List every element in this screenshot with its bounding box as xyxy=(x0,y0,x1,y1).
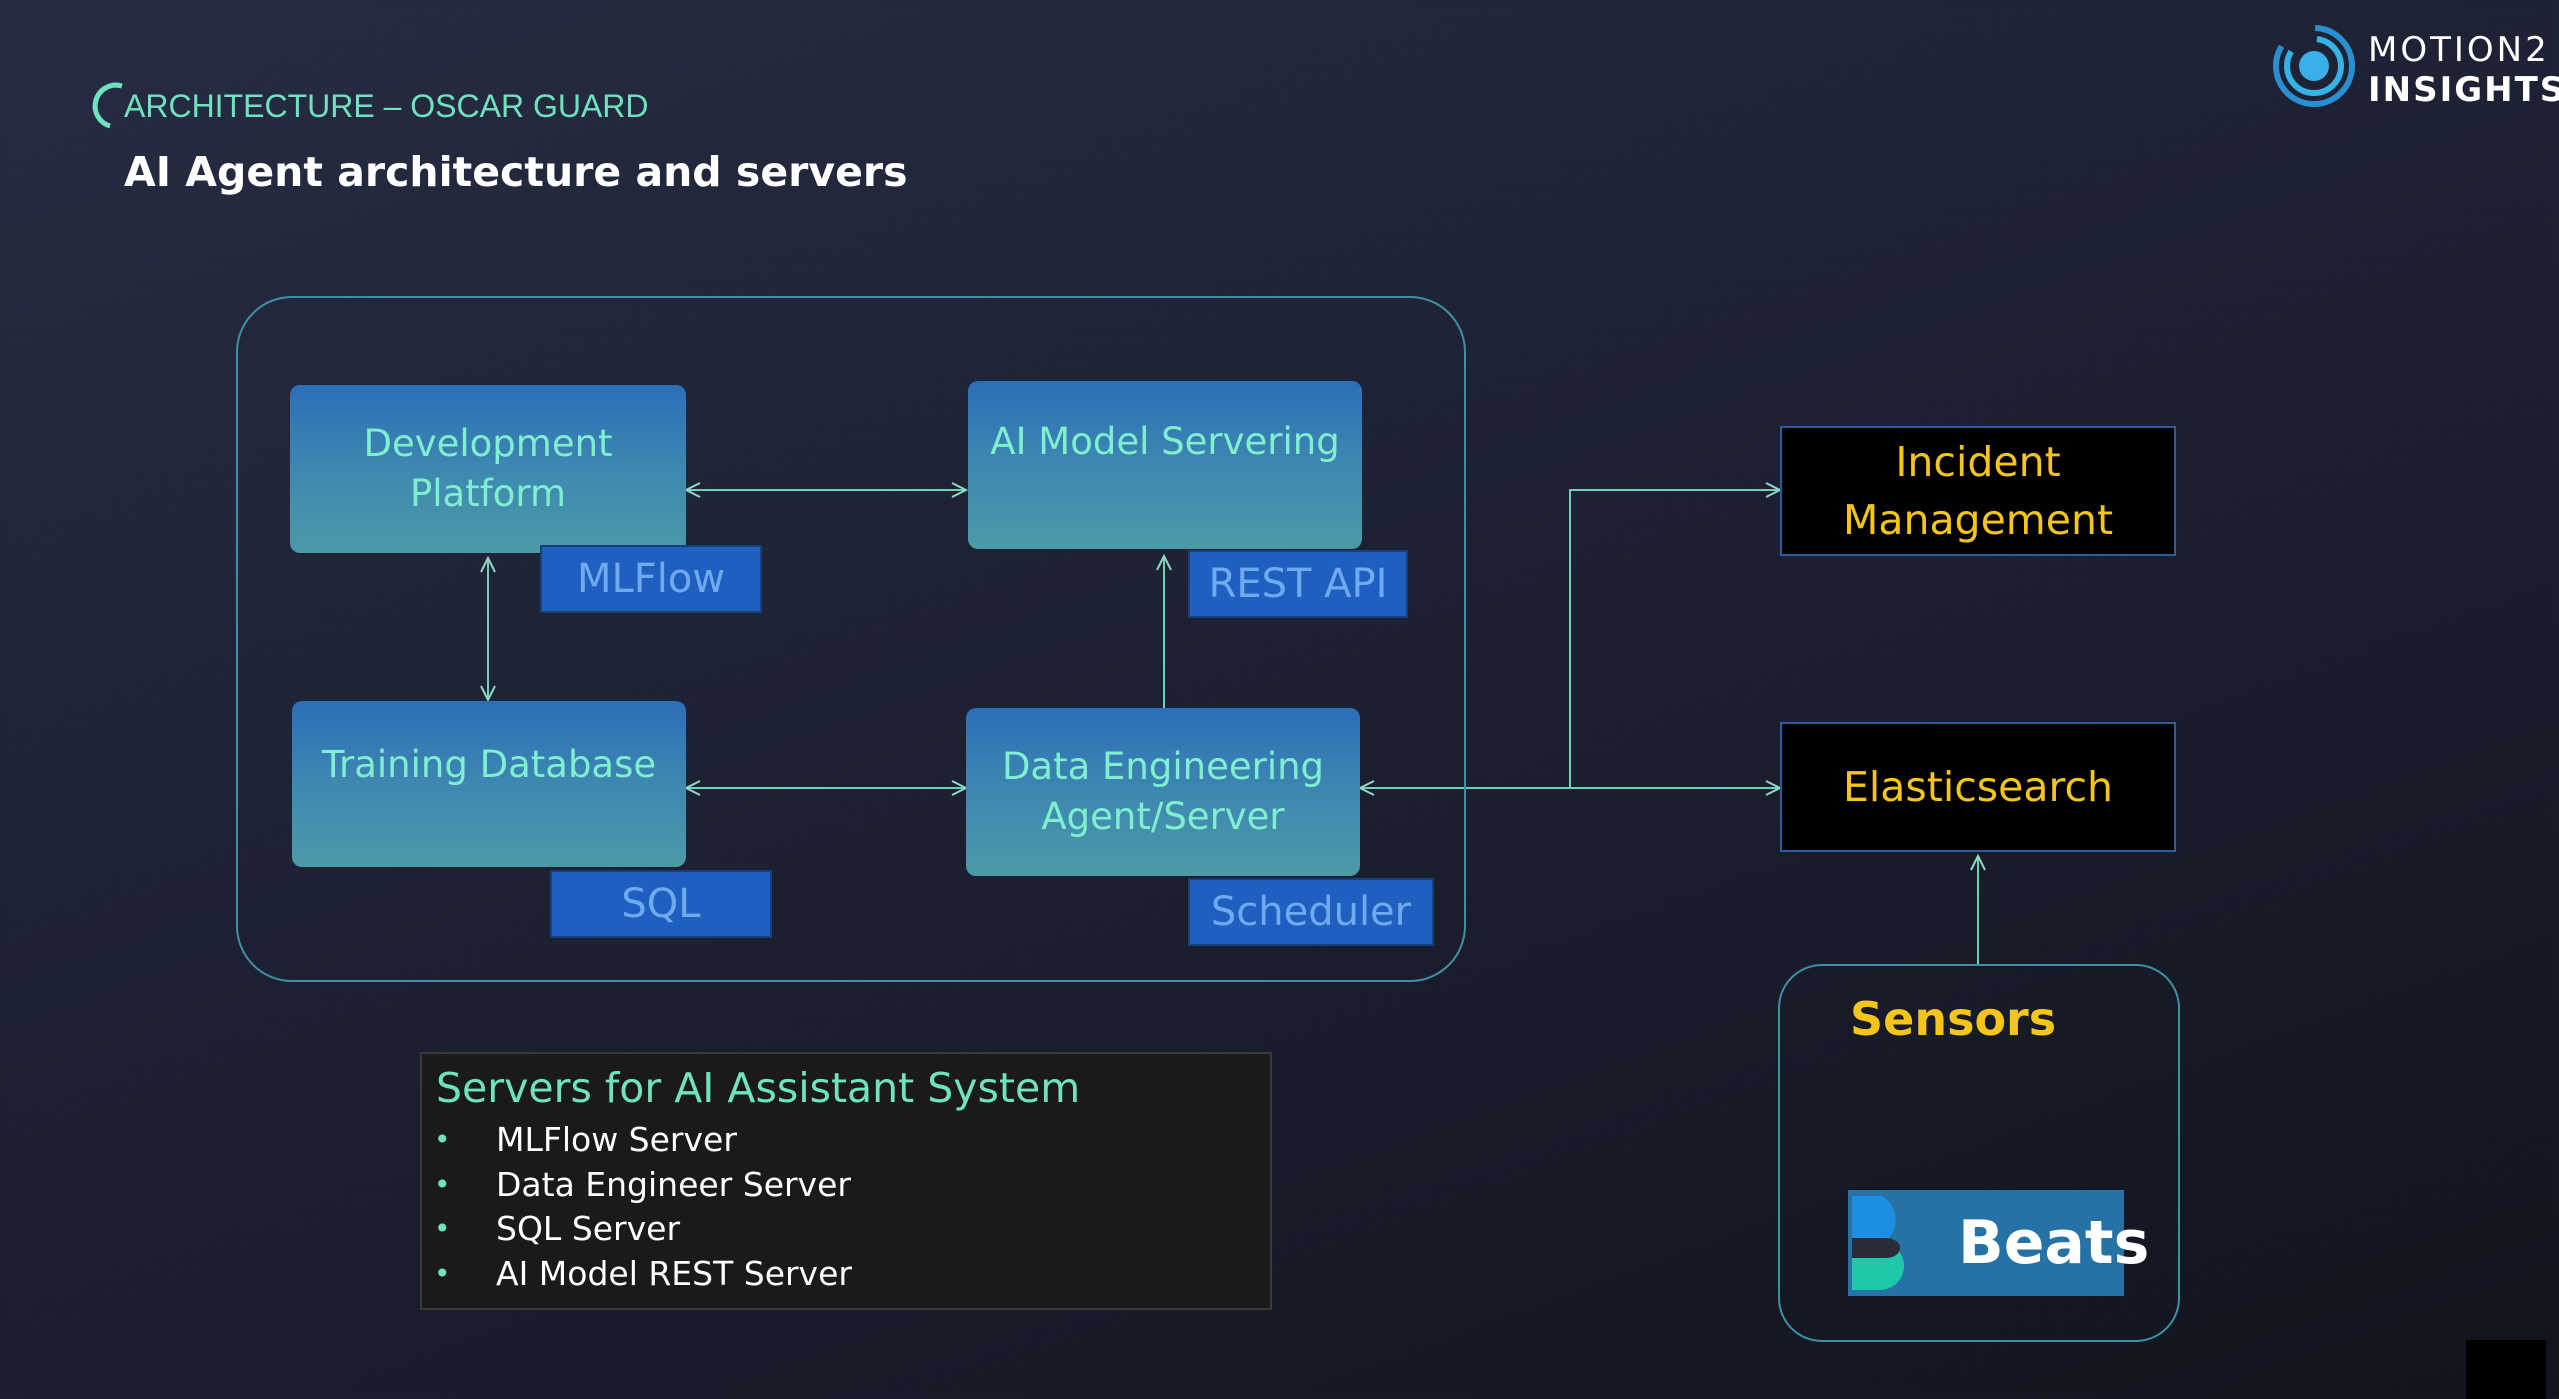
training-database-node: Training Database xyxy=(292,701,686,867)
servers-list: •MLFlow Server •Data Engineer Server •SQ… xyxy=(434,1118,852,1296)
section-label: ARCHITECTURE – OSCAR GUARD xyxy=(124,88,649,124)
dev-platform-line1: Development xyxy=(363,422,613,465)
incident-line2: Management xyxy=(1842,496,2114,544)
page-title: AI Agent architecture and servers xyxy=(124,148,908,196)
bullet-icon: • xyxy=(434,1256,451,1290)
beats-label: Beats xyxy=(1958,1208,2150,1278)
arrow-to-incident xyxy=(1569,490,1780,788)
data-engineering-node: Data Engineering Agent/Server xyxy=(966,708,1360,876)
bullet-icon: • xyxy=(434,1212,451,1245)
incident-line1: Incident xyxy=(1895,438,2061,486)
list-item: •AI Model REST Server xyxy=(434,1252,852,1297)
logo-line1: MOTION2 xyxy=(2368,30,2550,70)
incident-management-node: Incident Management xyxy=(1780,426,2176,556)
scheduler-tag: Scheduler xyxy=(1188,878,1434,946)
sensors-container xyxy=(1778,964,2180,1342)
bullet-icon: • xyxy=(434,1123,451,1156)
sensors-title: Sensors xyxy=(1850,992,2057,1046)
system-container xyxy=(236,296,1466,982)
elasticsearch-label: Elasticsearch xyxy=(1843,763,2113,811)
servers-title: Servers for AI Assistant System xyxy=(436,1064,1081,1112)
list-item: •SQL Server xyxy=(434,1207,852,1252)
ai-model-label: AI Model Servering xyxy=(990,420,1340,463)
list-item: •MLFlow Server xyxy=(434,1118,852,1163)
logo-text: MOTION2 INSIGHTS xyxy=(2368,30,2559,110)
corner-block xyxy=(2466,1340,2546,1399)
mlflow-tag: MLFlow xyxy=(540,545,762,613)
dev-platform-line2: Platform xyxy=(409,472,567,515)
servers-panel xyxy=(420,1052,1272,1310)
section-arc-icon xyxy=(92,82,123,129)
logo-line2: INSIGHTS xyxy=(2368,70,2559,110)
bullet-icon: • xyxy=(434,1167,451,1201)
data-eng-line1: Data Engineering xyxy=(1001,745,1325,788)
data-eng-line2: Agent/Server xyxy=(1041,795,1285,838)
development-platform-node: Development Platform xyxy=(290,385,686,553)
beats-logo-icon xyxy=(1852,1196,1904,1290)
training-db-label: Training Database xyxy=(321,743,657,786)
ai-model-servering-node: AI Model Servering xyxy=(968,381,1362,549)
sql-tag: SQL xyxy=(550,870,772,938)
motion2-insights-logo-icon xyxy=(2273,25,2355,107)
list-item: •Data Engineer Server xyxy=(434,1163,852,1208)
rest-api-tag: REST API xyxy=(1188,550,1408,618)
elasticsearch-node: Elasticsearch xyxy=(1780,722,2176,852)
